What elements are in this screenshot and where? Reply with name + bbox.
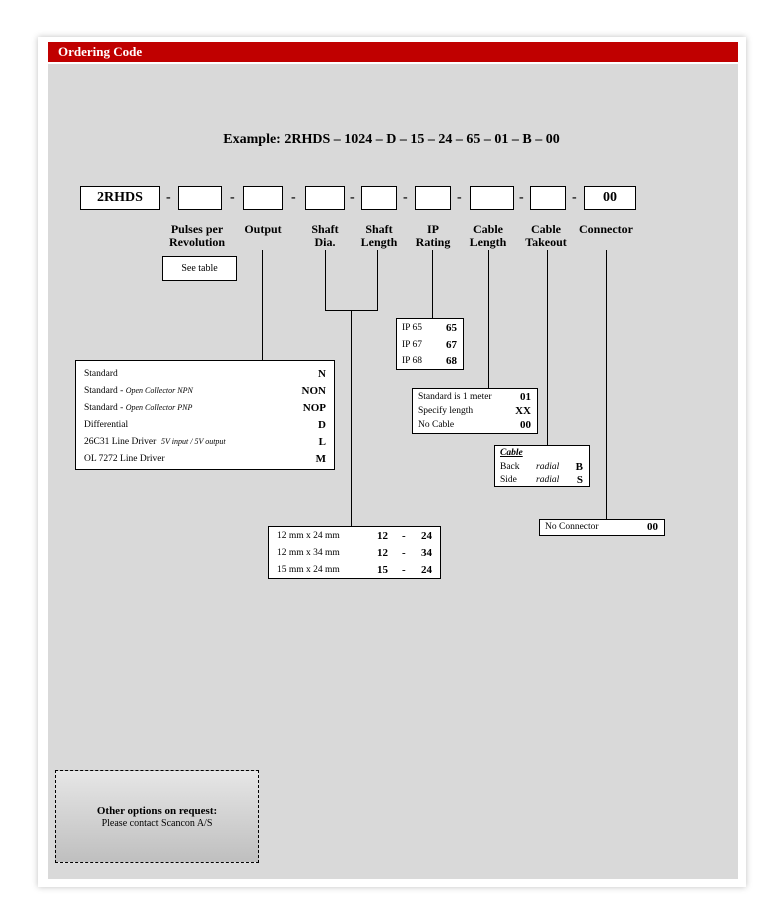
dash: - (457, 190, 462, 205)
dash: - (230, 190, 235, 205)
ip-connector-line (432, 250, 433, 318)
field-label-connector: Connector (579, 222, 633, 236)
example-code: Example: 2RHDS – 1024 – D – 15 – 24 – 65… (223, 132, 560, 147)
field-label-output: Output (244, 222, 282, 236)
shaft-dia-line (325, 250, 326, 310)
shaft-length-line (377, 250, 378, 310)
cable-takeout-connector-line (547, 250, 548, 445)
table-row: Differential D (84, 419, 326, 431)
dash: - (572, 190, 577, 205)
dash: - (350, 190, 355, 205)
table-row: OL 7272 Line Driver M (84, 453, 326, 465)
dash: - (166, 190, 171, 205)
pulses-box (178, 186, 222, 210)
output-options-table: Standard N Standard - Open Collector NPN… (75, 360, 335, 470)
other-options-contact: Please contact Scancon A/S (101, 818, 213, 829)
shaft-length-box (361, 186, 397, 210)
output-connector-line (262, 250, 263, 360)
output-box (243, 186, 283, 210)
other-options-box: Other options on request: Please contact… (55, 770, 259, 863)
connector-box: 00 (584, 186, 636, 210)
cable-length-connector-line (488, 250, 489, 388)
dash: - (291, 190, 296, 205)
shaft-dia-box (305, 186, 345, 210)
cable-takeout-box (530, 186, 566, 210)
connector-connector-line (606, 250, 607, 519)
cable-length-box (470, 186, 514, 210)
section-title: Ordering Code (58, 44, 143, 59)
ip-box (415, 186, 451, 210)
shaft-connector-line (351, 310, 352, 526)
code-prefix-box: 2RHDS (80, 186, 160, 210)
other-options-heading: Other options on request: (96, 805, 218, 817)
section-header: Ordering Code (48, 42, 738, 62)
dash: - (519, 190, 524, 205)
see-table-box: See table (162, 256, 237, 281)
takeout-title: Cable (500, 448, 523, 458)
table-row: Standard N (84, 368, 326, 380)
dash: - (403, 190, 408, 205)
